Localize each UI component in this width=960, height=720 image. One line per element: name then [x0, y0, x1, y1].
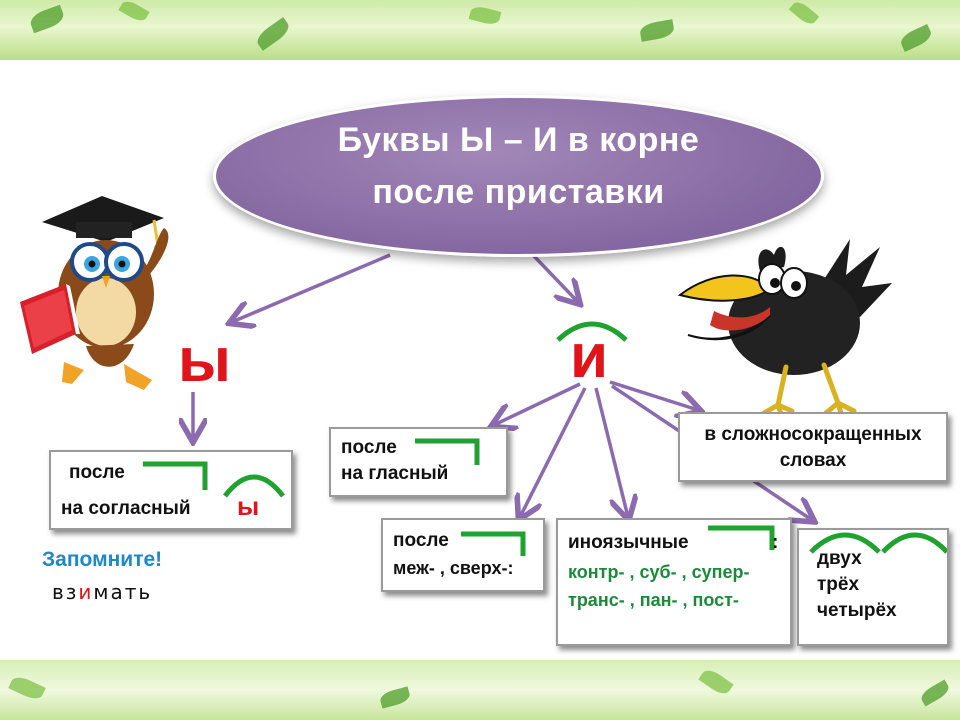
box-mezh-line-2: меж- , сверх-: [393, 558, 514, 578]
box-numerals: двух трёх четырёх [797, 528, 949, 646]
box-mezh-line-1: после [393, 530, 449, 551]
title-line-1: Буквы Ы – И в корне [337, 121, 700, 159]
remember-example: взимать [52, 580, 152, 604]
prefix-mark [415, 438, 480, 465]
arrow-i-to-mezh [520, 387, 587, 517]
box-abbrev-line-2: словах [779, 450, 847, 471]
box-vowel-line-1: после [341, 437, 397, 458]
box-after-mezh-sverkh: после меж- , сверх-: [381, 518, 545, 592]
box-foreign-prefixes: иноязычные : контр- , суб- , супер- тран… [556, 518, 792, 646]
box-numerals-line-2: трёх [817, 574, 860, 595]
box-left-letter: ы [237, 491, 260, 521]
remember-label: Запомните! [42, 548, 163, 571]
prefix-mark [143, 461, 208, 490]
arrow-title-to-i [531, 253, 578, 302]
root-arc-marks [809, 532, 947, 554]
box-numerals-line-3: четырёх [817, 600, 897, 621]
title-line-2: после приставки [372, 173, 665, 211]
root-arc-mark [556, 321, 628, 342]
box-abbrev-line-1: в сложносокращенных [704, 424, 922, 445]
letter-y: ы [178, 326, 231, 395]
box-abbreviations: в сложносокращенных словах [678, 412, 948, 482]
example-part-2: мать [93, 580, 153, 604]
box-after-consonant: после на согласный ы [49, 450, 293, 530]
prefix-mark [708, 525, 775, 550]
box-vowel-line-2: на гласный [341, 463, 449, 484]
example-highlight: и [78, 580, 94, 604]
arrow-i-to-abbrev [609, 380, 698, 410]
arrow-i-to-foreign [594, 387, 628, 517]
box-left-line-2: на согласный [61, 498, 191, 519]
arrow-title-to-y [232, 253, 391, 322]
prefix-mark [461, 531, 526, 556]
bottom-decorative-band [0, 660, 960, 720]
box-foreign-line-1: иноязычные [568, 532, 689, 553]
owl-illustration [20, 196, 169, 390]
box-foreign-line-3: транс- , пан- , пост- [568, 590, 739, 610]
box-foreign-line-2: контр- , суб- , супер- [568, 562, 750, 582]
arrow-i-to-vowel [494, 382, 581, 425]
box-foreign-colon: : [772, 532, 779, 553]
box-numerals-line-1: двух [817, 548, 862, 569]
letter-i: и [570, 322, 609, 391]
example-part-1: вз [52, 580, 79, 604]
title-ellipse: Буквы Ы – И в корне после приставки [213, 95, 824, 257]
box-left-line-1: после [69, 462, 125, 483]
top-decorative-band [0, 0, 960, 60]
box-after-vowel: после на гласный [329, 427, 508, 497]
root-arc-mark [223, 474, 285, 498]
crow-illustration [677, 239, 892, 420]
